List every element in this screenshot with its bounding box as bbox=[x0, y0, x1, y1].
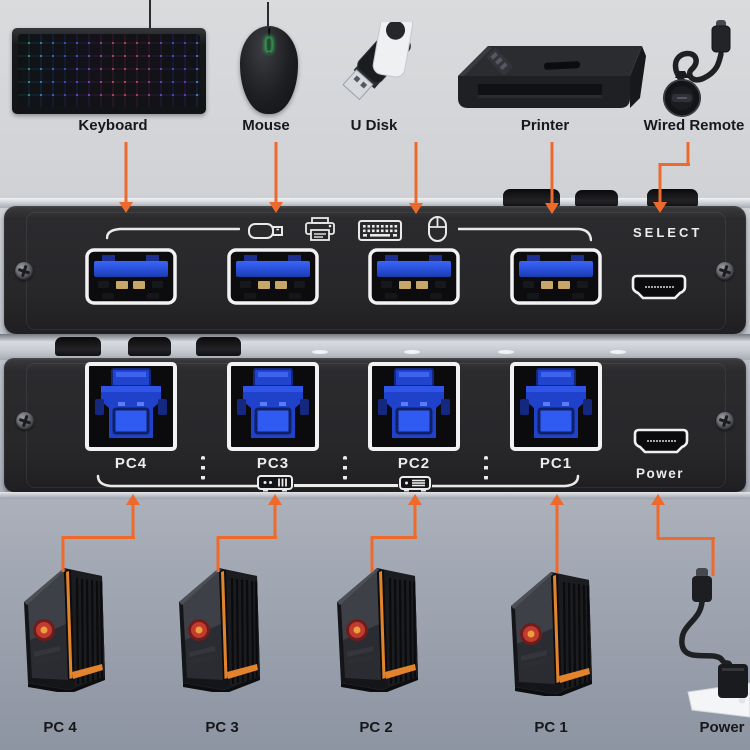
edge-reflection bbox=[610, 350, 626, 354]
remote-cable bbox=[672, 50, 724, 83]
pc-bracket-right bbox=[432, 474, 580, 488]
usb-a-port-3 bbox=[368, 248, 460, 305]
separator-dots bbox=[484, 456, 488, 480]
pc1-label: PC 1 bbox=[534, 719, 568, 736]
printer-icon bbox=[305, 217, 335, 241]
usb-plug-icon bbox=[248, 223, 283, 239]
pc1-port-label: PC1 bbox=[539, 455, 573, 472]
top-knob bbox=[55, 337, 101, 356]
udisk-image bbox=[342, 22, 414, 101]
shared-bracket-left bbox=[106, 227, 240, 240]
keyboard-image bbox=[12, 28, 206, 114]
wired-remote-label: Wired Remote bbox=[643, 117, 745, 134]
screw bbox=[15, 262, 33, 280]
pc-tower-horizontal-icon bbox=[257, 475, 293, 492]
keyboard-icon bbox=[358, 220, 402, 241]
kvm-rear-panel: PC4 PC3 PC2 PC1 bbox=[4, 358, 746, 492]
keyboard-rgb-keys bbox=[18, 34, 200, 107]
usb-b-port-pc4 bbox=[85, 362, 177, 451]
shared-bracket-right bbox=[458, 227, 592, 242]
power-port-label: Power bbox=[635, 466, 685, 481]
power-source-label: Power bbox=[699, 719, 745, 736]
pc-tower-image-2 bbox=[335, 566, 420, 692]
power-strip-image bbox=[679, 568, 750, 718]
usb-b-port-pc2 bbox=[368, 362, 460, 451]
power-port-micro-usb bbox=[633, 428, 689, 454]
wired-remote-image bbox=[663, 20, 731, 117]
edge-reflection bbox=[404, 350, 420, 354]
screw bbox=[716, 262, 734, 280]
edge-reflection bbox=[312, 350, 328, 354]
pc-bracket-left bbox=[96, 474, 258, 488]
udisk-label: U Disk bbox=[350, 117, 398, 134]
printer-image bbox=[458, 46, 646, 108]
pc3-label: PC 3 bbox=[205, 719, 239, 736]
screw bbox=[716, 412, 734, 430]
separator-dots bbox=[201, 456, 205, 480]
mouse-label: Mouse bbox=[242, 117, 290, 134]
pc-tower-image-4 bbox=[22, 566, 107, 692]
kvm-front-panel: SELECT bbox=[4, 206, 746, 334]
top-knob bbox=[575, 190, 618, 207]
select-label: SELECT bbox=[633, 225, 703, 240]
pc2-label: PC 2 bbox=[359, 719, 393, 736]
rear-panel-bottom-edge bbox=[0, 492, 750, 499]
pc-tower-image-3 bbox=[177, 566, 262, 692]
usb-a-port-4 bbox=[510, 248, 602, 305]
remote-port-micro-usb bbox=[631, 274, 687, 300]
mouse-icon bbox=[428, 216, 447, 242]
keyboard-cable bbox=[149, 0, 151, 28]
pc-bracket-middle bbox=[294, 484, 398, 487]
mouse-cable bbox=[267, 2, 269, 28]
pc4-port-label: PC4 bbox=[114, 455, 148, 472]
separator-dots bbox=[343, 456, 347, 480]
rear-panel-top-edge bbox=[0, 334, 750, 360]
usb-b-port-pc3 bbox=[227, 362, 319, 451]
top-knob bbox=[128, 337, 171, 356]
mouse-image bbox=[240, 26, 298, 114]
mouse-scroll-wheel bbox=[266, 37, 272, 52]
usb-b-port-pc1 bbox=[510, 362, 602, 451]
keyboard-label: Keyboard bbox=[78, 117, 148, 134]
top-knob bbox=[503, 189, 560, 207]
pc3-port-label: PC3 bbox=[256, 455, 290, 472]
printer-label: Printer bbox=[520, 117, 570, 134]
usb-a-port-2 bbox=[227, 248, 319, 305]
top-knob bbox=[196, 337, 241, 356]
front-panel-top-edge bbox=[0, 198, 750, 208]
screw bbox=[16, 412, 34, 430]
usb-a-port-1 bbox=[85, 248, 177, 305]
pc4-label: PC 4 bbox=[43, 719, 77, 736]
pc-tower-image-1 bbox=[509, 570, 594, 696]
pc-tower-list-icon bbox=[399, 476, 431, 492]
pc2-port-label: PC2 bbox=[397, 455, 431, 472]
edge-reflection bbox=[498, 350, 514, 354]
